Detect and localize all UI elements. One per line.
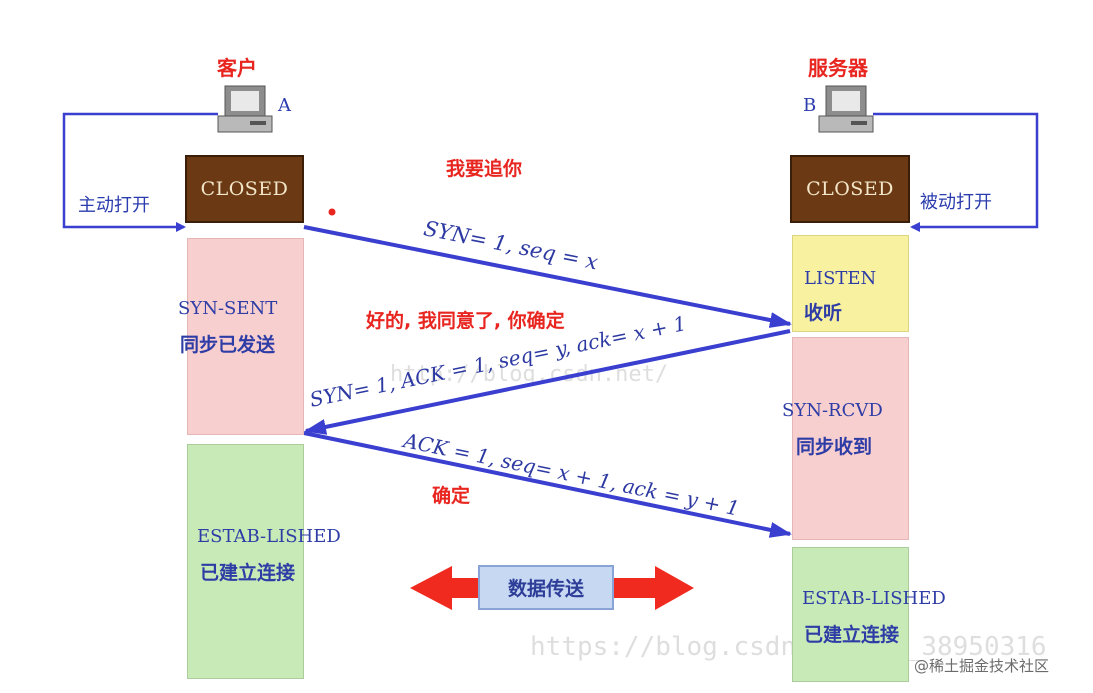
server-syn-rcvd-cn-label: 同步收到 bbox=[796, 436, 873, 458]
client-syn-sent-label: SYN-SENT bbox=[178, 298, 278, 319]
server-established-box bbox=[792, 547, 909, 682]
client-syn-sent-box bbox=[187, 238, 304, 435]
data-transfer-label: 数据传送 bbox=[478, 565, 614, 610]
annotation-first: 我要追你 bbox=[446, 158, 523, 180]
client-established-box bbox=[187, 444, 304, 679]
server-syn-rcvd-label: SYN-RCVD bbox=[782, 400, 883, 421]
server-closed-state: CLOSED bbox=[790, 155, 910, 223]
client-syn-sent-cn-label: 同步已发送 bbox=[180, 334, 276, 356]
annotation-second: 好的, 我同意了, 你确定 bbox=[366, 310, 565, 332]
server-host-label: B bbox=[803, 95, 817, 116]
server-open-loop-arrow bbox=[873, 112, 1039, 232]
server-computer-icon bbox=[818, 85, 874, 133]
message-arrow-syn-ack bbox=[304, 329, 791, 435]
client-established-cn-label: 已建立连接 bbox=[200, 562, 296, 584]
server-listen-box bbox=[792, 235, 909, 332]
server-listen-label: LISTEN bbox=[804, 268, 877, 289]
message-arrow-syn bbox=[303, 225, 792, 328]
annotation-third: 确定 bbox=[432, 485, 471, 507]
client-open-loop-arrow bbox=[62, 112, 218, 232]
client-title: 客户 bbox=[217, 56, 257, 80]
server-title: 服务器 bbox=[808, 56, 868, 80]
client-computer-icon bbox=[217, 85, 273, 133]
client-host-label: A bbox=[278, 95, 291, 116]
client-closed-state: CLOSED bbox=[185, 155, 304, 223]
server-established-label: ESTAB-LISHED bbox=[802, 588, 946, 609]
server-passive-open-label: 被动打开 bbox=[920, 192, 992, 213]
message-arrow-ack bbox=[303, 431, 792, 538]
watermark-bottom: https://blog.csdn.net/qq_38950316 bbox=[530, 632, 1047, 662]
client-active-open-label: 主动打开 bbox=[78, 195, 150, 216]
server-listen-cn-label: 收听 bbox=[804, 302, 843, 324]
watermark-corner: @稀土掘金技术社区 bbox=[914, 657, 1050, 675]
server-established-cn-label: 已建立连接 bbox=[804, 624, 900, 646]
server-syn-rcvd-box bbox=[792, 337, 909, 540]
red-dot bbox=[328, 208, 336, 216]
client-established-label: ESTAB-LISHED bbox=[197, 526, 341, 547]
